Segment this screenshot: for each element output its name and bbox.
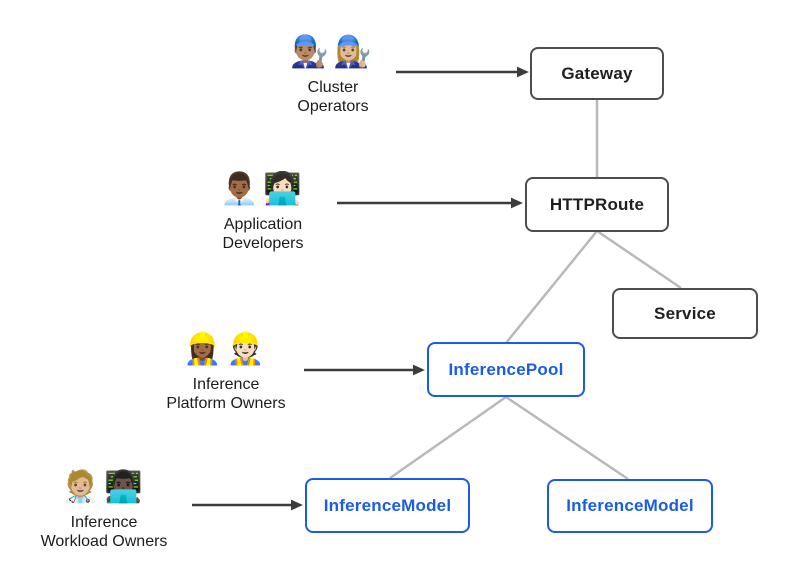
node-label: InferencePool <box>448 359 564 379</box>
persona-application-developers: 👨🏾‍💼👩🏻‍💻 Application Developers <box>178 170 348 253</box>
persona-label-line: Operators <box>297 98 369 115</box>
persona-label: Application Developers <box>178 215 348 253</box>
persona-label-line: Inference <box>70 514 138 531</box>
persona-label-line: Platform Owners <box>166 395 286 412</box>
persona-label: Inference Platform Owners <box>141 375 311 413</box>
health-worker-icon: 🧑🏼‍⚕️ <box>61 469 104 504</box>
woman-mechanic-icon: 👩🏼‍🔧 <box>333 34 376 69</box>
man-technologist-icon: 👨🏿‍💻 <box>104 469 147 504</box>
woman-construction-worker-icon: 👷🏾‍♀️ <box>183 331 226 366</box>
node-label: Gateway <box>561 63 633 83</box>
persona-cluster-operators: 👨🏽‍🔧👩🏼‍🔧 Cluster Operators <box>248 33 418 116</box>
node-label: Service <box>654 303 716 323</box>
man-office-worker-icon: 👨🏾‍💼 <box>220 171 263 206</box>
persona-label: Inference Workload Owners <box>19 513 189 551</box>
persona-label-line: Application <box>223 216 303 233</box>
persona-label: Cluster Operators <box>248 78 418 116</box>
persona-label-line: Developers <box>222 235 304 252</box>
cluster-operators-emoji: 👨🏽‍🔧👩🏼‍🔧 <box>248 33 418 71</box>
edge-httproute-service <box>596 229 682 290</box>
node-service: Service <box>612 288 758 339</box>
edge-inferencepool-inferencemodel-left <box>389 395 507 480</box>
persona-label-line: Workload Owners <box>40 533 168 550</box>
node-httproute: HTTPRoute <box>525 177 669 232</box>
edge-inferencepool-inferencemodel-right <box>505 395 629 481</box>
persona-inference-platform-owners: 👷🏾‍♀️👷🏻 Inference Platform Owners <box>141 330 311 413</box>
node-gateway: Gateway <box>530 47 664 100</box>
inference-workload-owners-emoji: 🧑🏼‍⚕️👨🏿‍💻 <box>19 468 189 506</box>
persona-label-line: Cluster <box>307 79 359 96</box>
node-label: InferenceModel <box>566 496 694 515</box>
persona-inference-workload-owners: 🧑🏼‍⚕️👨🏿‍💻 Inference Workload Owners <box>19 468 189 551</box>
construction-worker-icon: 👷🏻 <box>226 331 269 366</box>
persona-label-line: Inference <box>192 376 260 393</box>
node-inferencemodel-left: InferenceModel <box>305 478 470 533</box>
application-developers-emoji: 👨🏾‍💼👩🏻‍💻 <box>178 170 348 208</box>
node-inferencemodel-right: InferenceModel <box>547 479 713 533</box>
man-mechanic-icon: 👨🏽‍🔧 <box>290 34 333 69</box>
node-label: InferenceModel <box>323 495 452 515</box>
inference-platform-owners-emoji: 👷🏾‍♀️👷🏻 <box>141 330 311 368</box>
edge-httproute-inferencepool <box>505 230 598 344</box>
node-label: HTTPRoute <box>549 194 645 214</box>
node-inferencepool: InferencePool <box>427 342 585 397</box>
woman-technologist-icon: 👩🏻‍💻 <box>263 171 306 206</box>
